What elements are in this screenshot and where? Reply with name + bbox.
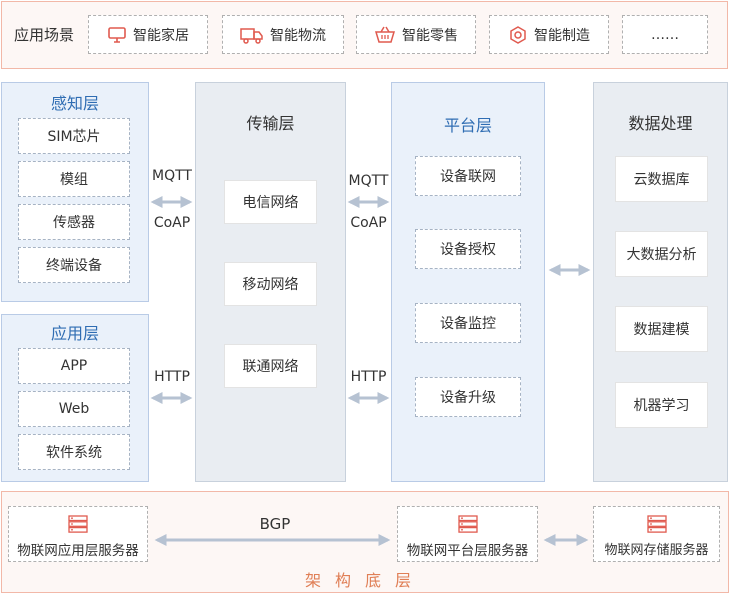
- application-item[interactable]: APP: [18, 348, 130, 384]
- server-storage[interactable]: 物联网存储服务器: [593, 506, 720, 562]
- perception-item[interactable]: 模组: [18, 161, 130, 197]
- perception-item[interactable]: SIM芯片: [18, 118, 130, 154]
- transport-item[interactable]: 电信网络: [224, 180, 317, 224]
- server-icon: [68, 515, 88, 533]
- server-label: 物联网存储服务器: [604, 543, 709, 558]
- transport-item[interactable]: 联通网络: [224, 344, 317, 388]
- perception-item[interactable]: 终端设备: [18, 247, 130, 283]
- protocol-label-mqtt: MQTT: [152, 168, 192, 184]
- data-processing-item[interactable]: 数据建模: [615, 306, 708, 352]
- basket-icon: [374, 26, 396, 43]
- scenario-more[interactable]: ……: [622, 15, 708, 54]
- monitor-icon: [108, 26, 126, 43]
- platform-item[interactable]: 设备联网: [415, 156, 521, 196]
- server-label: 物联网平台层服务器: [406, 543, 529, 559]
- infrastructure-label: 架构底层: [304, 571, 425, 590]
- server-label: 物联网应用层服务器: [17, 543, 139, 559]
- scenario-label: 智能家居: [133, 27, 189, 44]
- server-platform[interactable]: 物联网平台层服务器: [397, 506, 538, 562]
- server-icon: [457, 515, 478, 533]
- data-processing-item[interactable]: 大数据分析: [615, 231, 708, 277]
- scenario-label: 智能制造: [534, 27, 590, 44]
- platform-item[interactable]: 设备授权: [415, 229, 521, 269]
- scenario-smart-retail[interactable]: 智能零售: [356, 15, 476, 54]
- scenario-smart-home[interactable]: 智能家居: [88, 15, 208, 54]
- scenario-label: 智能物流: [270, 27, 326, 44]
- platform-item[interactable]: 设备升级: [415, 377, 521, 417]
- scenario-label: 智能零售: [402, 27, 458, 44]
- application-item[interactable]: Web: [18, 391, 130, 427]
- platform-layer-title: 平台层: [443, 116, 492, 135]
- platform-item[interactable]: 设备监控: [415, 303, 521, 343]
- server-icon: [646, 515, 667, 533]
- perception-item[interactable]: 传感器: [18, 204, 130, 240]
- data-processing-item[interactable]: 机器学习: [615, 382, 708, 428]
- protocol-label-coap: CoAP: [350, 215, 387, 231]
- scenario-smart-logistics[interactable]: 智能物流: [222, 15, 344, 54]
- application-layer-title: 应用层: [50, 324, 99, 343]
- data-processing-item[interactable]: 云数据库: [615, 156, 708, 202]
- perception-layer-title: 感知层: [50, 94, 99, 113]
- data-processing-title: 数据处理: [628, 114, 693, 133]
- protocol-label-coap: CoAP: [153, 215, 191, 231]
- scenario-label: ……: [651, 26, 679, 43]
- server-application[interactable]: 物联网应用层服务器: [8, 506, 148, 562]
- scenario-smart-manufacturing[interactable]: 智能制造: [489, 15, 609, 54]
- protocol-label-http: HTTP: [154, 369, 190, 385]
- application-item[interactable]: 软件系统: [18, 434, 130, 470]
- transport-item[interactable]: 移动网络: [224, 262, 317, 306]
- transport-layer-title: 传输层: [246, 114, 295, 133]
- protocol-label-http: HTTP: [350, 369, 387, 385]
- scenario-title: 应用场景: [14, 26, 75, 44]
- truck-icon: [240, 27, 263, 44]
- bgp-label: BGP: [259, 515, 291, 533]
- protocol-label-mqtt: MQTT: [348, 173, 389, 189]
- hexagon-icon: [510, 25, 526, 44]
